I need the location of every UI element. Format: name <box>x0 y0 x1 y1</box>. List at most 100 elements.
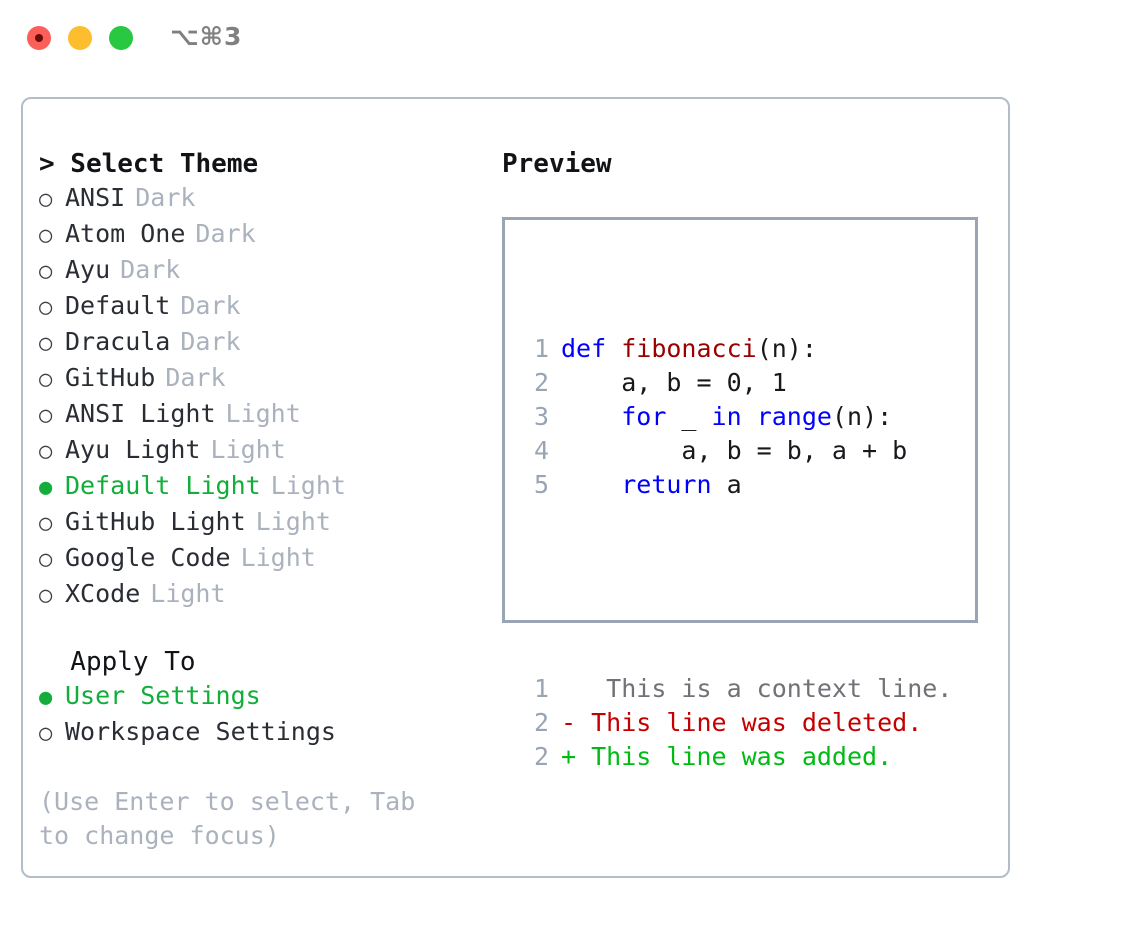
window-controls <box>27 26 133 50</box>
theme-option-label: Atom One <box>65 219 186 248</box>
theme-option-github[interactable]: ○ GitHub Dark <box>39 361 499 397</box>
diff-sign <box>561 672 576 706</box>
line-number: 2 <box>533 742 549 771</box>
theme-option-tag: Dark <box>180 327 241 356</box>
code-token <box>742 402 757 431</box>
code-token <box>606 334 621 363</box>
diff-line-add: 2+ This line was added. <box>523 740 952 774</box>
theme-option-label: Google Code <box>65 543 231 572</box>
theme-option-label: ANSI Light <box>65 399 216 428</box>
section-spacer <box>39 613 499 645</box>
theme-option-atom-one[interactable]: ○ Atom One Dark <box>39 217 499 253</box>
theme-option-label: ANSI <box>65 183 126 212</box>
theme-option-tag: Dark <box>195 219 256 248</box>
preview-title: Preview <box>502 149 612 179</box>
radio-unselected-icon: ○ <box>39 403 53 428</box>
radio-selected-icon: ● <box>39 475 53 500</box>
theme-option-label: Default Light <box>65 471 261 500</box>
title-bar: ⌥⌘3 <box>0 0 1140 78</box>
diff-text: This line was deleted. <box>576 708 923 737</box>
line-number: 4 <box>533 436 549 465</box>
theme-option-ansi-light[interactable]: ○ ANSI Light Light <box>39 397 499 433</box>
theme-option-google-code[interactable]: ○ Google Code Light <box>39 541 499 577</box>
code-token: a, b = b, a + b <box>561 436 908 465</box>
theme-option-ansi[interactable]: ○ ANSI Dark <box>39 181 499 217</box>
minimize-button-icon[interactable] <box>68 26 92 50</box>
theme-option-default[interactable]: ○ Default Dark <box>39 289 499 325</box>
radio-unselected-icon: ○ <box>39 511 53 536</box>
theme-option-tag: Light <box>270 471 346 500</box>
theme-option-label: XCode <box>65 579 141 608</box>
theme-option-label: GitHub <box>65 363 156 392</box>
diff-line-del: 2- This line was deleted. <box>523 706 952 740</box>
code-line: 5 return a <box>523 468 952 502</box>
keyboard-shortcut-label: ⌥⌘3 <box>170 22 243 51</box>
diff-text: This is a context line. <box>576 674 953 703</box>
theme-option-label: Default <box>65 291 171 320</box>
code-line: 2 a, b = 0, 1 <box>523 366 952 400</box>
radio-unselected-icon: ○ <box>39 367 53 392</box>
radio-unselected-icon: ○ <box>39 547 53 572</box>
code-token: (n): <box>831 402 893 431</box>
radio-unselected-icon: ○ <box>39 439 53 464</box>
code-line: 3 for _ in range(n): <box>523 400 952 434</box>
radio-unselected-icon: ○ <box>39 259 53 284</box>
code-line-content: return a <box>561 468 742 502</box>
line-number: 5 <box>533 470 549 499</box>
code-token: a <box>711 470 742 499</box>
theme-option-tag: Light <box>225 399 301 428</box>
apply-to-option-user-settings[interactable]: ●User Settings <box>39 679 499 715</box>
theme-option-tag: Light <box>240 543 316 572</box>
theme-option-tag: Light <box>210 435 286 464</box>
code-line-content: def fibonacci(n): <box>561 332 817 366</box>
theme-option-tag: Light <box>150 579 226 608</box>
code-token: fibonacci <box>621 334 757 363</box>
line-number: 2 <box>533 368 549 397</box>
line-number: 2 <box>533 708 549 737</box>
theme-option-ayu[interactable]: ○ Ayu Dark <box>39 253 499 289</box>
line-number: 3 <box>533 402 549 431</box>
theme-option-ayu-light[interactable]: ○ Ayu Light Light <box>39 433 499 469</box>
theme-option-label: Ayu Light <box>65 435 201 464</box>
select-theme-header: > Select Theme <box>39 149 259 179</box>
line-number: 1 <box>533 334 549 363</box>
code-token <box>561 470 621 499</box>
radio-unselected-icon: ○ <box>39 223 53 248</box>
code-token: range <box>756 402 832 431</box>
diff-block: 1 This is a context line. 2- This line wa… <box>523 672 952 774</box>
apply-to-option-label: User Settings <box>65 681 261 710</box>
code-token: a, b = 0, 1 <box>561 368 787 397</box>
maximize-button-icon[interactable] <box>109 26 133 50</box>
code-line-content: for _ in range(n): <box>561 400 892 434</box>
code-token: for <box>621 402 667 431</box>
code-line: 1 def fibonacci(n): <box>523 332 952 366</box>
theme-option-default-light[interactable]: ● Default Light Light <box>39 469 499 505</box>
radio-unselected-icon: ○ <box>39 187 53 212</box>
apply-to-header: Apply To <box>39 647 196 677</box>
radio-unselected-icon: ○ <box>39 295 53 320</box>
apply-to-option-workspace-settings[interactable]: ○ Workspace Settings <box>39 715 499 751</box>
code-line-content: a, b = 0, 1 <box>561 366 787 400</box>
theme-option-label: Ayu <box>65 255 111 284</box>
apply-to-option-label: Workspace Settings <box>65 717 336 746</box>
theme-option-tag: Dark <box>165 363 226 392</box>
code-line: 4 a, b = b, a + b <box>523 434 952 468</box>
code-token: in <box>711 402 742 431</box>
diff-sign: - <box>561 708 577 737</box>
theme-option-tag: Dark <box>120 255 181 284</box>
theme-option-tag: Dark <box>180 291 241 320</box>
radio-unselected-icon: ○ <box>39 721 53 746</box>
theme-option-tag: Dark <box>135 183 196 212</box>
close-button-icon[interactable] <box>27 26 51 50</box>
line-number: 1 <box>533 674 549 703</box>
theme-option-tag: Light <box>255 507 331 536</box>
